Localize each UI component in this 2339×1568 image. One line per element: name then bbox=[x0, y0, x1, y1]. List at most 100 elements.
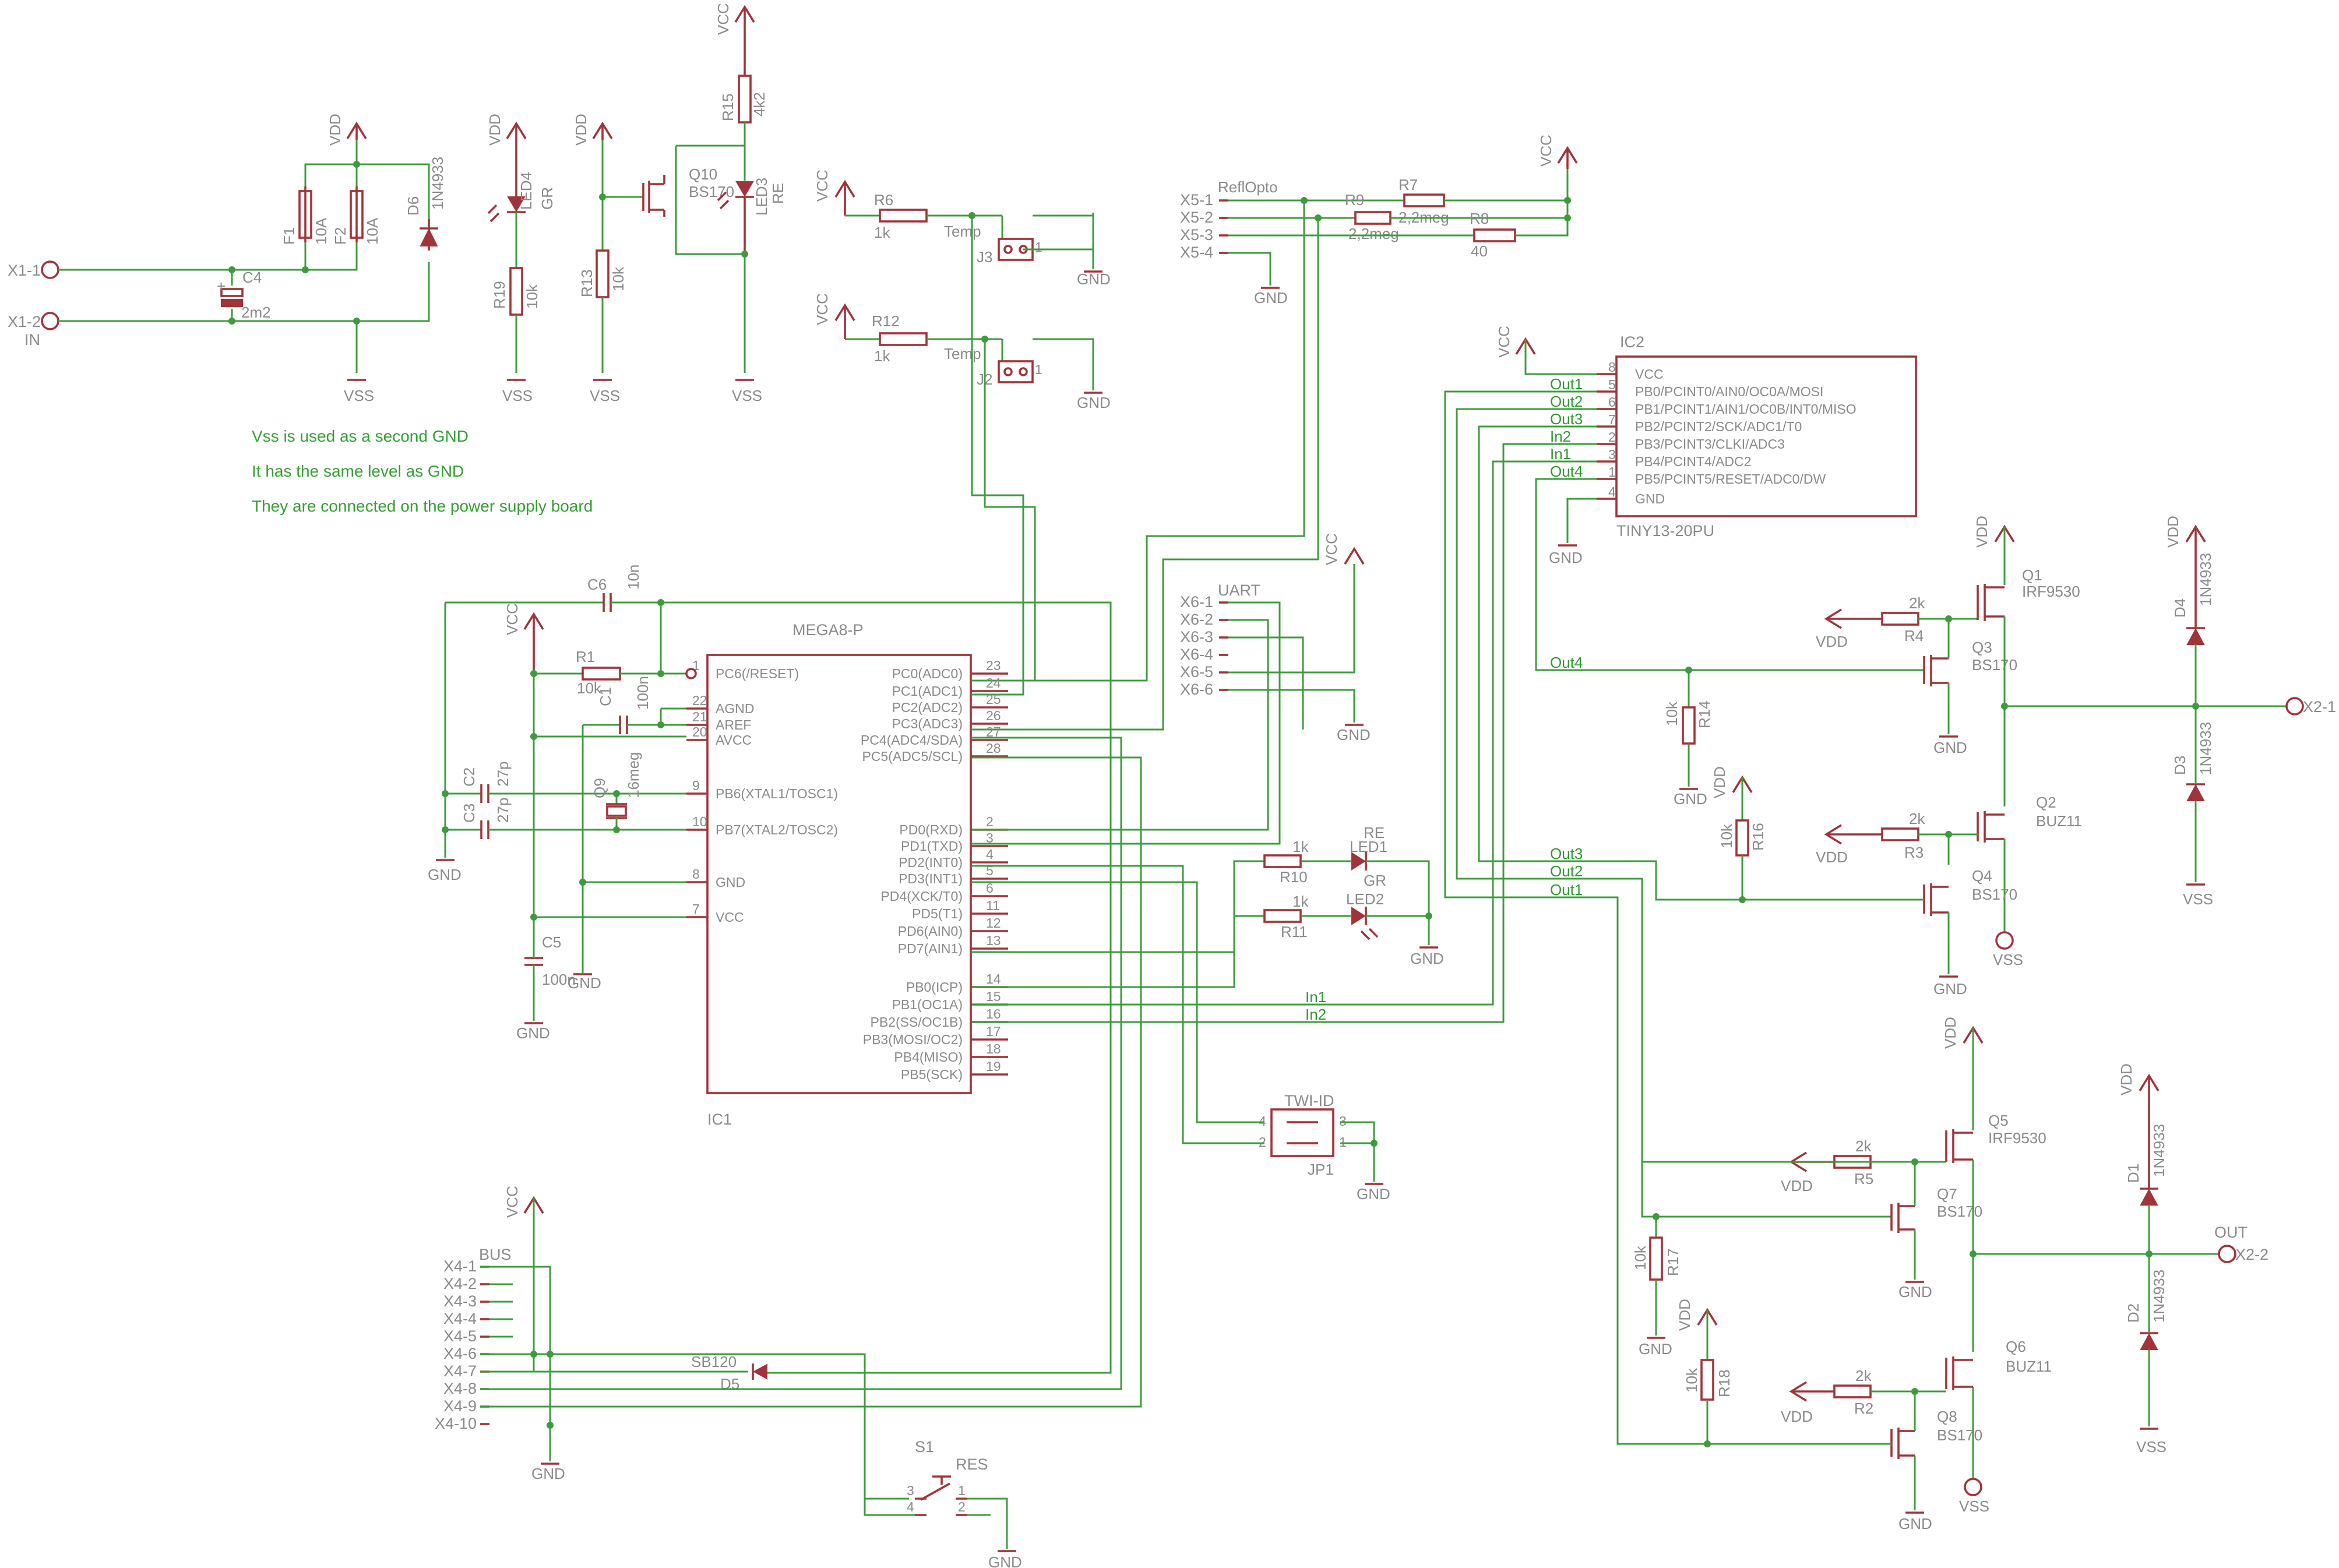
x6-1-label: X6-1 bbox=[1180, 593, 1213, 611]
diode-d1 bbox=[2140, 1188, 2158, 1206]
ic1-support-circuit: VCC C6 10n R1 10k C1 100n bbox=[428, 565, 1112, 1374]
c3-value: 27p bbox=[494, 798, 512, 823]
c4-value: 2m2 bbox=[241, 304, 271, 321]
resistor-r10 bbox=[1263, 854, 1302, 868]
ic1-pin-name: PD3(INT1) bbox=[899, 871, 963, 886]
r3-name: R3 bbox=[1904, 844, 1924, 861]
x1-2-label: X1-2 bbox=[8, 313, 41, 330]
x4-pin-label: X4-7 bbox=[443, 1362, 477, 1380]
jumper-j2 bbox=[998, 360, 1034, 383]
resistor-r14 bbox=[1682, 706, 1696, 745]
x2-1-label: X2-1 bbox=[2303, 698, 2336, 716]
f1-value: 10A bbox=[312, 217, 330, 245]
ic1-pin-number: 26 bbox=[986, 708, 1001, 723]
capacitor-c4 bbox=[220, 288, 244, 297]
jp1-name: JP1 bbox=[1308, 1161, 1334, 1178]
net-label: Out4 bbox=[1550, 654, 1583, 671]
status-leds: 1k R10 RE LED1 1k R11 GR LED2 GND bbox=[972, 824, 1444, 988]
x4-pins: X4-1X4-2X4-3X4-4X4-5X4-6X4-7X4-8X4-9X4-1… bbox=[435, 1257, 513, 1432]
x4-pin-label: X4-10 bbox=[435, 1415, 477, 1432]
vcc-label-r12: VCC bbox=[813, 293, 831, 325]
diode-d4 bbox=[2186, 628, 2205, 645]
ic1-pin-name: PC2(ADC2) bbox=[892, 700, 963, 715]
ic2-pin-name: PB1/PCINT1/AIN1/OC0B/INT0/MISO bbox=[1635, 401, 1857, 417]
ic2-pin-number: 2 bbox=[1608, 429, 1616, 445]
jp1-value: TWI-ID bbox=[1284, 1092, 1334, 1109]
vcc-label-r15: VCC bbox=[714, 3, 732, 35]
c1-name: C1 bbox=[597, 687, 614, 706]
x5-2-label: X5-2 bbox=[1180, 209, 1213, 226]
d2-name: D2 bbox=[2125, 1303, 2142, 1323]
net-label: Out1 bbox=[1550, 881, 1583, 898]
x5-label: ReflOpto bbox=[1218, 178, 1278, 196]
x4-pin-label: X4-6 bbox=[443, 1345, 477, 1362]
ic1-pin-name: PD2(INT0) bbox=[899, 855, 963, 870]
ic1-pin-number: 13 bbox=[986, 933, 1001, 948]
resistor-r19 bbox=[509, 267, 523, 316]
x4-pin-label: X4-1 bbox=[443, 1257, 477, 1275]
note-line-1: Vss is used as a second GND bbox=[252, 427, 468, 445]
ic1-mega8: MEGA8-P IC1 1PC6(/RESET)22AGND21AREF20AV… bbox=[686, 621, 1008, 1128]
svg-text:4: 4 bbox=[907, 1499, 914, 1514]
led2-value: GR bbox=[1364, 872, 1386, 889]
gnd-label-xtal: GND bbox=[428, 866, 462, 883]
ic1-pin-number: 6 bbox=[986, 880, 994, 896]
f2-name: F2 bbox=[332, 227, 349, 245]
r13-value: 10k bbox=[610, 266, 627, 291]
gnd-label-r14: GND bbox=[1674, 790, 1707, 808]
d3-name: D3 bbox=[2171, 756, 2189, 775]
x2-2-label: X2-2 bbox=[2235, 1246, 2268, 1263]
gnd-label-bus: GND bbox=[531, 1465, 565, 1482]
r4-name: R4 bbox=[1904, 627, 1924, 644]
gnd-label-x5: GND bbox=[1254, 289, 1288, 306]
gnd-label-jp1: GND bbox=[1357, 1185, 1390, 1203]
ic2-net-labels: Out1Out2Out3In2In1Out4Out4Out3Out2Out1In… bbox=[1305, 375, 1583, 1023]
r6-name: R6 bbox=[874, 191, 893, 209]
gnd-label-j3: GND bbox=[1077, 270, 1111, 288]
ic2-pin-number: 4 bbox=[1608, 484, 1616, 499]
mosfet-q1 bbox=[1977, 584, 2005, 621]
svg-text:1: 1 bbox=[958, 1483, 966, 1498]
q5-name: Q5 bbox=[1988, 1112, 2009, 1129]
ic1-pin-number: 25 bbox=[986, 692, 1001, 707]
r10-value: 1k bbox=[1292, 838, 1309, 855]
gnd-label-s1: GND bbox=[988, 1553, 1022, 1568]
net-label: Out2 bbox=[1550, 862, 1583, 880]
vcc-label-uart: VCC bbox=[1323, 533, 1340, 565]
c4-name: C4 bbox=[242, 269, 262, 286]
ic1-pin-name: PC0(ADC0) bbox=[892, 666, 963, 681]
r15-name: R15 bbox=[719, 93, 737, 121]
ic1-pin-number: 15 bbox=[986, 989, 1001, 1004]
refl-opto-x5: ReflOpto X5-1 X5-2 X5-3 X5-4 R7 2,2meg R… bbox=[972, 135, 1578, 731]
led4-indicator: VDD LED4 GR R19 10k VSS bbox=[486, 114, 556, 404]
j2-value: Temp bbox=[944, 345, 981, 362]
s1-value: RES bbox=[956, 1456, 988, 1473]
ic1-value: MEGA8-P bbox=[792, 621, 864, 639]
q8-name: Q8 bbox=[1937, 1408, 1957, 1425]
ic1-pin-name: PC5(ADC5/SCL) bbox=[862, 749, 963, 764]
led-led1 bbox=[1351, 852, 1366, 871]
r13-name: R13 bbox=[578, 269, 596, 297]
ic1-pin-name: VCC bbox=[716, 910, 744, 925]
ic1-pin-name: AREF bbox=[716, 717, 751, 732]
vdd-label-r3: VDD bbox=[1816, 848, 1848, 866]
led1-name: LED1 bbox=[1350, 838, 1387, 855]
r9-name: R9 bbox=[1345, 191, 1364, 209]
mosfet-q10 bbox=[642, 175, 665, 217]
x2-2-terminal bbox=[2218, 1245, 2236, 1263]
ic2-net-label: In1 bbox=[1550, 445, 1571, 463]
r19-value: 10k bbox=[523, 284, 541, 309]
x4-label: BUS bbox=[479, 1246, 512, 1263]
resistor-r15 bbox=[738, 75, 752, 124]
resistor-r16 bbox=[1735, 819, 1749, 857]
ic2-value: TINY13-20PU bbox=[1616, 522, 1714, 540]
uart-x6: UART X6-1 X6-2 X6-3 X6-4 X6-5 X6-6 VCC G… bbox=[972, 533, 1371, 845]
mosfet-q2 bbox=[1977, 811, 2005, 843]
gnd-label-q3: GND bbox=[1933, 739, 1967, 756]
x4-pin-label: X4-3 bbox=[443, 1292, 477, 1310]
ic2-pin-name: GND bbox=[1635, 491, 1665, 506]
r16-name: R16 bbox=[1749, 823, 1767, 851]
x6-4-label: X6-4 bbox=[1180, 646, 1213, 663]
q6-name: Q6 bbox=[2006, 1338, 2026, 1355]
